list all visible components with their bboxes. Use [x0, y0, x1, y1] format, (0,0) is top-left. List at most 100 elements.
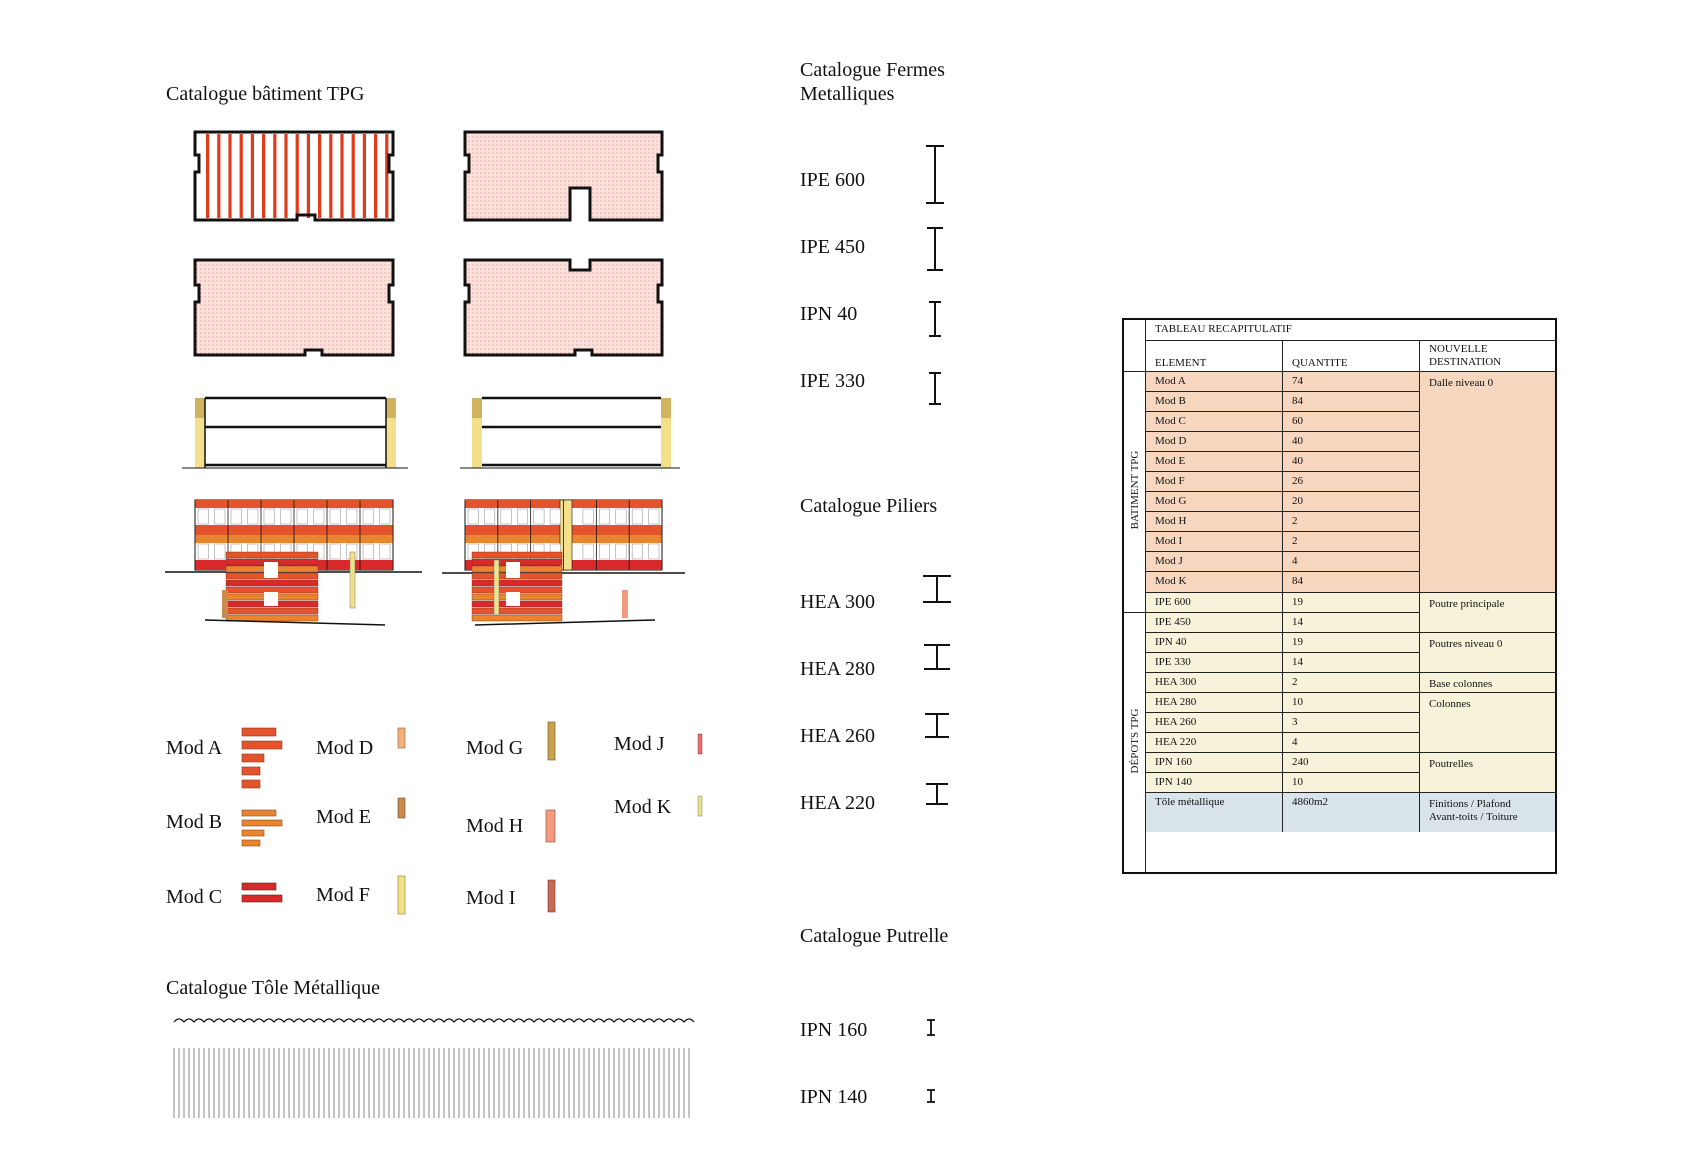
destination-line1: Finitions / Plafond	[1429, 798, 1511, 810]
joist	[351, 134, 355, 218]
table-group-batiment: BATIMENT TPG	[1124, 372, 1146, 613]
joist	[217, 134, 221, 218]
table-cell-destination: Poutrelles	[1420, 753, 1555, 793]
joist	[273, 134, 277, 218]
table-header-element: ELEMENT	[1146, 341, 1283, 372]
table-cell-quantite: 40	[1283, 432, 1420, 452]
window	[500, 508, 512, 525]
window	[362, 543, 374, 560]
table-cell-quantite: 19	[1283, 633, 1420, 653]
pilier-label-hea220: HEA 220	[800, 792, 875, 814]
module-icon-c	[241, 882, 283, 903]
building-drawings	[165, 130, 685, 626]
table-cell-destination: Dalle niveau 0	[1420, 372, 1555, 593]
table-cell-element: HEA 260	[1146, 713, 1283, 733]
module-label-h: Mod H	[466, 815, 524, 837]
window	[230, 508, 242, 525]
table-cell-element: Mod B	[1146, 392, 1283, 412]
heading-fermes-line1: Catalogue Fermes	[800, 59, 945, 81]
window	[197, 543, 209, 560]
window	[615, 543, 627, 560]
module-label-k: Mod K	[614, 796, 672, 818]
table-cell-element: Mod E	[1146, 452, 1283, 472]
board	[225, 614, 319, 622]
window	[631, 508, 643, 525]
window	[467, 508, 479, 525]
module-icon-b	[241, 809, 283, 847]
module-icon-f	[397, 875, 406, 915]
table-cell-element: IPE 330	[1146, 653, 1283, 673]
section-1	[182, 396, 408, 469]
module-icon-d	[397, 727, 406, 749]
module-icon-g	[547, 721, 556, 761]
heading-catalogue-batiment: Catalogue bâtiment TPG	[166, 83, 365, 105]
table-cell-element: Mod I	[1146, 532, 1283, 552]
window	[214, 543, 226, 560]
module-label-a: Mod A	[166, 737, 223, 759]
putrelle-label-ipn160: IPN 160	[800, 1019, 868, 1041]
ferme-section-icons	[926, 145, 944, 405]
ferme-label-ipn40: IPN 40	[800, 303, 858, 325]
table-cell-element: Mod G	[1146, 492, 1283, 512]
module-label-f: Mod F	[316, 884, 370, 906]
window	[379, 543, 391, 560]
table-cell-element: Mod H	[1146, 512, 1283, 532]
joist	[206, 134, 210, 218]
table-cell-element: IPE 450	[1146, 613, 1283, 633]
table-header-destination-line1: NOUVELLE	[1429, 343, 1488, 355]
plan-dotted-top-notch	[463, 258, 664, 357]
elevation-1	[165, 499, 422, 573]
window	[296, 508, 308, 525]
joist	[306, 134, 310, 218]
board	[225, 607, 319, 615]
module-label-j: Mod J	[614, 733, 665, 755]
table-cell-element: IPN 40	[1146, 633, 1283, 653]
gable-1	[204, 551, 386, 626]
window	[362, 508, 374, 525]
module-icon-a	[241, 727, 283, 789]
board	[225, 579, 319, 587]
destination-line1: Poutres niveau 0	[1429, 638, 1503, 650]
joist	[228, 134, 232, 218]
pilier-label-hea260: HEA 260	[800, 725, 875, 747]
joist	[318, 134, 322, 218]
opening	[264, 592, 278, 606]
joist	[239, 134, 243, 218]
recap-table: BATIMENT TPG DÉPOTS TPG TABLEAU RECAPITU…	[1122, 318, 1557, 874]
group-label-batiment: BATIMENT TPG	[1129, 450, 1141, 530]
window	[599, 508, 611, 525]
board	[471, 551, 563, 559]
table-cell-element: Mod C	[1146, 412, 1283, 432]
pilier-section-icons	[923, 575, 951, 805]
putrelle-label-ipn140: IPN 140	[800, 1086, 868, 1108]
table-header-quantite: QUANTITE	[1283, 341, 1420, 372]
module-label-e: Mod E	[316, 806, 371, 828]
joist	[362, 134, 366, 218]
destination-line1: Colonnes	[1429, 698, 1471, 710]
table-cell-quantite: 14	[1283, 653, 1420, 673]
table-cell-element: IPN 140	[1146, 773, 1283, 793]
window	[549, 508, 561, 525]
table-cell-quantite: 10	[1283, 773, 1420, 793]
table-cell-quantite: 60	[1283, 412, 1420, 432]
table-cell-quantite: 2	[1283, 512, 1420, 532]
heading-fermes-line2: Metalliques	[800, 83, 895, 105]
joist	[295, 134, 299, 218]
table-cell-quantite: 84	[1283, 572, 1420, 593]
joist	[250, 134, 254, 218]
table-title: TABLEAU RECAPITULATIF	[1146, 320, 1555, 341]
board	[471, 607, 563, 615]
table-cell-quantite: 20	[1283, 492, 1420, 512]
board	[471, 579, 563, 587]
window	[263, 508, 275, 525]
joist	[385, 134, 389, 218]
module-label-c: Mod C	[166, 886, 223, 908]
destination-line1: Poutre principale	[1429, 598, 1505, 610]
table-cell-element: Tôle métallique	[1146, 793, 1283, 832]
section-2	[460, 396, 680, 469]
table-cell-quantite: 84	[1283, 392, 1420, 412]
table-cell-element: Mod D	[1146, 432, 1283, 452]
module-icon-i	[547, 879, 556, 913]
table-cell-element: Mod J	[1146, 552, 1283, 572]
